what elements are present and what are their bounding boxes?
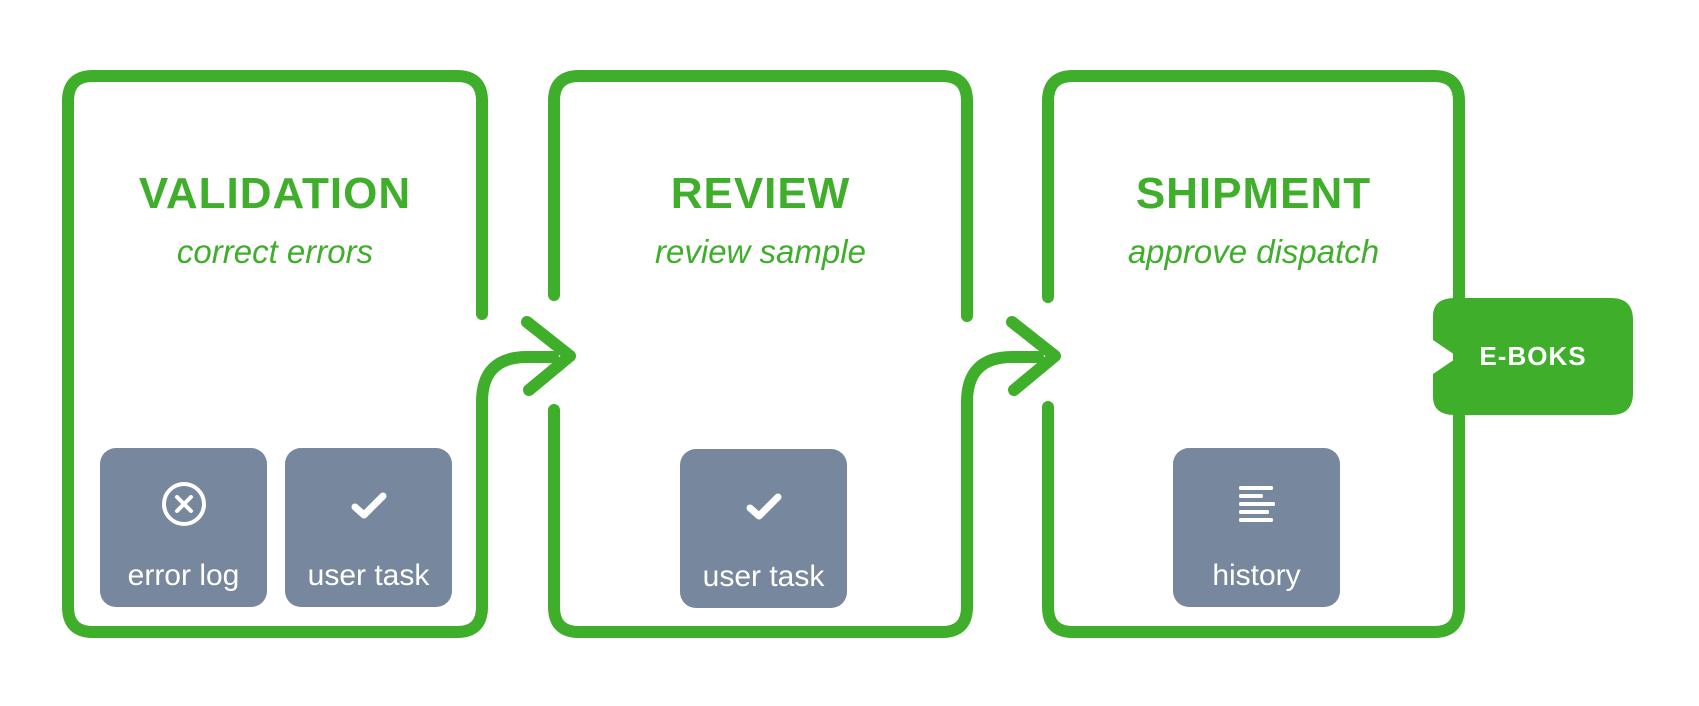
stage-review-text: REVIEW review sample xyxy=(554,171,967,273)
stage-shipment-text: SHIPMENT approve dispatch xyxy=(1048,171,1459,273)
stage-title: SHIPMENT xyxy=(1135,169,1372,218)
stage-subtitle: correct errors xyxy=(176,233,374,270)
stage-subtitle: review sample xyxy=(655,233,866,270)
checkmark-icon xyxy=(680,489,847,525)
validation-panel-border xyxy=(62,70,559,638)
tile-label: user task xyxy=(307,559,430,592)
tile-label: error log xyxy=(127,559,240,592)
checkmark-icon xyxy=(285,488,452,524)
tile-user-task-review: user task xyxy=(680,449,847,608)
stage-validation-text: VALIDATION correct errors xyxy=(68,171,482,273)
review-panel-border-bottom xyxy=(548,351,1044,638)
stage-title: VALIDATION xyxy=(138,169,412,218)
tile-user-task-validation: user task xyxy=(285,448,452,607)
flow-arrow-2-head-icon xyxy=(1006,316,1061,396)
review-panel-border-top xyxy=(548,70,973,322)
flow-arrow-1-head-icon xyxy=(521,316,576,396)
stage-title: REVIEW xyxy=(670,169,851,218)
text-lines-icon xyxy=(1173,484,1340,528)
tile-error-log: error log xyxy=(100,448,267,607)
error-circle-x-icon xyxy=(100,476,267,532)
tile-history: history xyxy=(1173,448,1340,607)
eboks-badge-label: E-BOKS xyxy=(1479,341,1587,371)
tile-label: user task xyxy=(702,560,825,593)
stage-subtitle: approve dispatch xyxy=(1127,233,1380,270)
eboks-badge xyxy=(1433,298,1633,415)
tile-label: history xyxy=(1212,559,1301,592)
